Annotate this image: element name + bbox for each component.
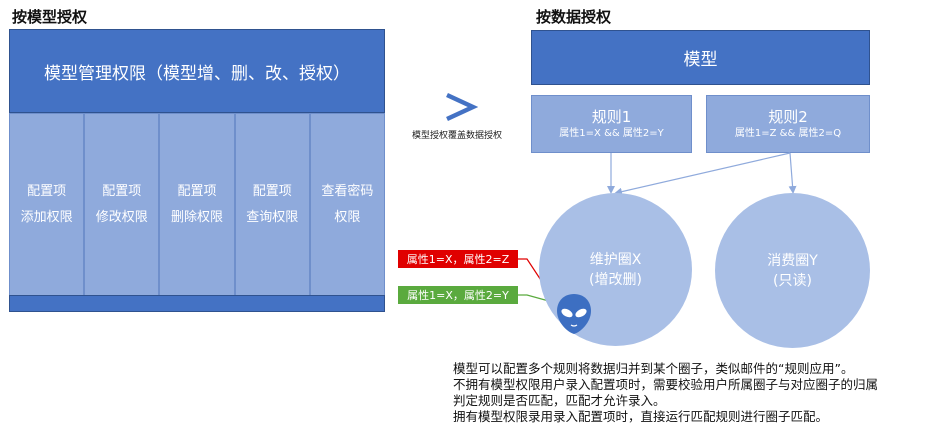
- permission-column-line2: 权限: [334, 210, 361, 225]
- permission-column-line1: 配置项: [27, 184, 67, 199]
- permission-column-line1: 配置项: [252, 184, 292, 199]
- rule-title: 规则2: [768, 108, 808, 126]
- greater-than-chevron-icon: [446, 92, 478, 122]
- rule-condition: 属性1=X && 属性2=Y: [559, 128, 664, 139]
- permission-footer-bar: [9, 295, 385, 312]
- permission-column-line2: 查询权限: [246, 210, 299, 225]
- permission-column-view-password: 查看密码 权限: [309, 113, 386, 297]
- reject-attribute-label: 属性1=X，属性2=Z: [406, 253, 510, 266]
- model-management-permission-label: 模型管理权限（模型增、删、改、授权）: [44, 63, 350, 84]
- right-section-title: 按数据授权: [536, 8, 612, 26]
- left-section-title: 按模型授权: [12, 8, 88, 26]
- rule-condition: 属性1=Z && 属性2=Q: [734, 128, 842, 139]
- permission-column-line1: 配置项: [177, 184, 217, 199]
- comparison-label: 模型授权覆盖数据授权: [412, 131, 503, 141]
- permission-column-edit: 配置项 修改权限: [84, 113, 160, 297]
- permission-columns: 配置项 添加权限 配置项 修改权限 配置项 删除权限 配置项 查询权限 查看密码…: [9, 113, 386, 297]
- permission-column-line1: 查看密码: [321, 184, 374, 199]
- consumer-circle-y: 消费圈Y (只读): [715, 193, 870, 348]
- description-line: 拥有模型权限录用录入配置项时，直接运行匹配规则进行圈子匹配。: [453, 409, 829, 424]
- permission-column-line2: 删除权限: [171, 210, 224, 225]
- permission-column-query: 配置项 查询权限: [234, 113, 310, 297]
- circle-sublabel: (只读): [773, 272, 812, 289]
- accept-attribute-label: 属性1=X，属性2=Y: [407, 289, 509, 302]
- reject-attribute-tag: 属性1=X，属性2=Z: [398, 250, 518, 268]
- model-label: 模型: [683, 50, 718, 70]
- model-bar: 模型: [531, 30, 870, 85]
- rule2-to-circle-x-arrow: [614, 152, 791, 196]
- permission-column-line2: 修改权限: [95, 210, 148, 225]
- circle-sublabel: (增改删): [589, 271, 642, 288]
- model-management-permission-bar: 模型管理权限（模型增、删、改、授权）: [9, 29, 385, 113]
- description-block: 模型可以配置多个规则将数据归并到某个圈子，类似邮件的“规则应用”。 不拥有模型权…: [453, 361, 878, 425]
- permission-column-delete: 配置项 删除权限: [159, 113, 235, 297]
- permission-column-line1: 配置项: [102, 184, 142, 199]
- accept-attribute-tag: 属性1=X，属性2=Y: [398, 286, 518, 304]
- rule-2-box: 规则2 属性1=Z && 属性2=Q: [706, 95, 870, 153]
- permission-column-add: 配置项 添加权限: [9, 113, 85, 297]
- rule-1-box: 规则1 属性1=X && 属性2=Y: [531, 95, 692, 153]
- alien-head-icon: [557, 294, 591, 334]
- rule2-to-circle-y-arrow: [788, 152, 797, 194]
- description-line: 不拥有模型权限用户录入配置项时，需要校验用户所属圈子与对应圈子的归属: [453, 377, 879, 392]
- description-line: 模型可以配置多个规则将数据归并到某个圈子，类似邮件的“规则应用”。: [453, 361, 854, 376]
- description-line: 判定规则是否匹配，匹配才允许录入。: [453, 393, 666, 408]
- circle-label: 消费圈Y: [767, 252, 818, 269]
- circle-label: 维护圈X: [589, 251, 642, 268]
- permission-column-line2: 添加权限: [20, 210, 73, 225]
- rule-title: 规则1: [591, 108, 632, 126]
